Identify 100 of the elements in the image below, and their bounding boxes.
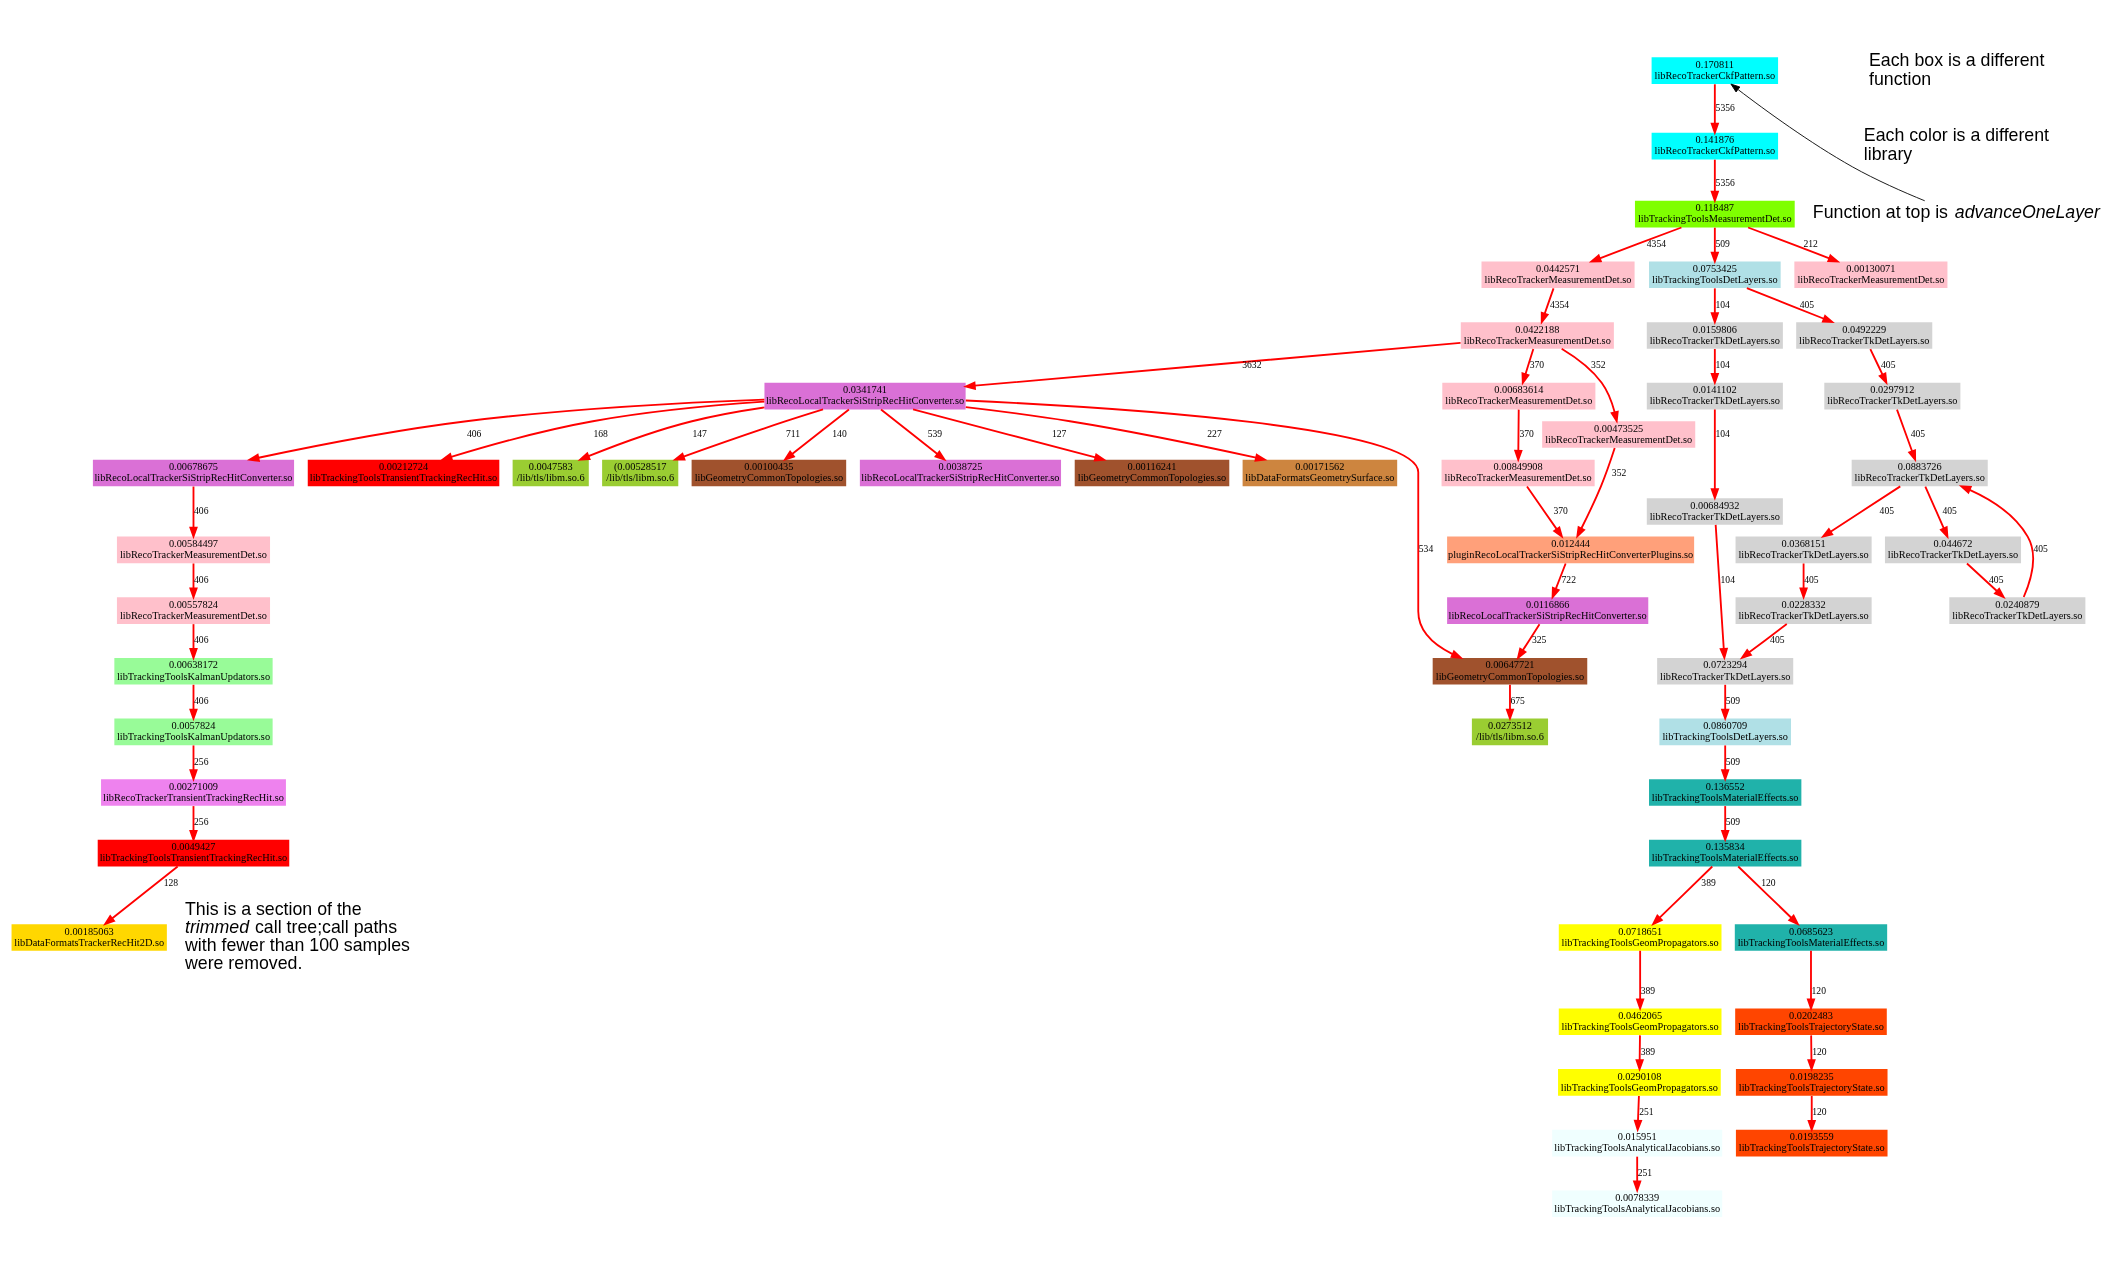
edge-label: 120 — [1812, 1045, 1827, 1057]
arrow — [1516, 622, 1541, 660]
arrow — [1869, 347, 1888, 385]
arrow — [1720, 683, 1730, 721]
edge-label: 389 — [1701, 876, 1716, 888]
edge-label: 405 — [1770, 633, 1785, 645]
edge-label: 168 — [593, 427, 608, 439]
arrow — [1526, 485, 1564, 539]
node-box: 0.0462065 libTrackingToolsGeomPropagators.so — [1558, 1008, 1722, 1035]
arrow — [189, 744, 198, 782]
node-box: 0.0049427 libTrackingToolsTransientTrackingRecHit.so — [97, 839, 290, 866]
edge-label: 539 — [927, 427, 943, 439]
edge-label: 722 — [1561, 573, 1576, 585]
node-box: 0.00100435 libGeometryCommonTopologies.so — [691, 459, 847, 486]
node-box: 0.0368151 libRecoTrackerTkDetLayers.so — [1735, 536, 1872, 563]
edge-label: 370 — [1529, 358, 1545, 370]
node-box: 0.0228332 libRecoTrackerTkDetLayers.so — [1735, 596, 1872, 624]
node-box: 0.015951 libTrackingToolsAnalyticalJacobians.so — [1552, 1129, 1723, 1156]
edge-label: 405 — [2033, 542, 2048, 554]
edge-label: 5356 — [1715, 101, 1735, 113]
arrow — [964, 405, 1268, 462]
arrow — [189, 683, 198, 721]
arrow — [1807, 1094, 1817, 1133]
node-box: 0.0290108 libTrackingToolsGeomPropagators.so — [1558, 1068, 1721, 1096]
node-box: 0.0057824 libTrackingToolsKalmanUpdators.so — [114, 718, 273, 745]
edge-label: 405 — [1910, 427, 1926, 439]
node-box: 0.0240879 libRecoTrackerTkDetLayers.so — [1949, 596, 2086, 624]
node-box: 0.00212724 libTrackingToolsTransientTrackingRecHit.so — [307, 459, 500, 486]
edge-label: 251 — [1639, 1105, 1654, 1117]
arrow — [189, 485, 198, 539]
edge-label: 251 — [1637, 1166, 1653, 1178]
node-box: 0.0860709 libTrackingToolsDetLayers.so — [1659, 718, 1791, 745]
edge-label: 509 — [1725, 755, 1741, 767]
node-box: 0.00185063 libDataFormatsTrackerRecHit2D.so — [11, 923, 167, 951]
edge-label: 509 — [1715, 237, 1730, 249]
edge-label: 352 — [1611, 466, 1627, 478]
arrow — [1720, 744, 1730, 782]
node-box: 0.0422188 libRecoTrackerMeasurementDet.so — [1460, 321, 1614, 349]
arrow — [246, 398, 766, 462]
arrow — [1958, 484, 2034, 598]
node-box: 0.0159806 libRecoTrackerTkDetLayers.so — [1646, 321, 1783, 349]
edge-label: 212 — [1803, 237, 1818, 249]
arrow — [1635, 949, 1645, 1011]
edge-label: 128 — [163, 876, 179, 888]
node-box: 0.0718651 libTrackingToolsGeomPropagators.so — [1558, 923, 1722, 951]
edge-label: 256 — [194, 815, 209, 827]
arrow — [1820, 484, 1902, 538]
label: Each color is a different library — [1863, 124, 2050, 164]
node-box: 0.0202483 libTrackingToolsTrajectoryState.so — [1735, 1008, 1887, 1035]
arrow — [1576, 446, 1616, 539]
node-box: 0.136552 libTrackingToolsMaterialEffects.so — [1649, 778, 1802, 806]
arrow — [1710, 82, 1720, 135]
edge-label: 405 — [1799, 298, 1815, 310]
edge-label: 406 — [466, 427, 482, 439]
arrow — [1513, 408, 1523, 462]
label: This is a section of the trimmed call tree;call paths with fewer than 100 samples were removed. — [184, 898, 410, 973]
node-box: 0.170811 libRecoTrackerCkfPattern.so — [1651, 56, 1779, 84]
edge-label: 4354 — [1646, 237, 1667, 249]
node-box: 0.0116866 libRecoLocalTrackerSiStripRecHitConverter.so — [1447, 596, 1649, 624]
arrow — [1521, 347, 1535, 385]
arrow — [1540, 286, 1555, 325]
node-box: 0.00647721 libGeometryCommonTopologies.so — [1432, 657, 1588, 685]
edge-label: 325 — [1531, 633, 1547, 645]
arrow — [577, 406, 766, 461]
edge-label: 120 — [1812, 1105, 1827, 1117]
edge-label: 405 — [1879, 504, 1894, 516]
node-box: 0.0078339 libTrackingToolsAnalyticalJacobians.so — [1552, 1189, 1723, 1217]
edge-label: 711 — [785, 427, 800, 439]
arrow — [1588, 226, 1683, 262]
node-box: 0.00849908 libRecoTrackerMeasurementDet.so — [1441, 459, 1595, 486]
node-box: 0.00684932 libRecoTrackerTkDetLayers.so — [1646, 497, 1783, 525]
node-text: Function at top is advanceOneLayer — [1812, 201, 2100, 222]
edge-label: 675 — [1510, 694, 1525, 706]
node-box: 0.00171562 libDataFormatsGeometrySurface.so — [1242, 459, 1398, 486]
label: Each box is a different function — [1869, 49, 2045, 89]
node-box: 0.00638172 libTrackingToolsKalmanUpdators.so — [114, 657, 273, 685]
arrow — [1966, 562, 2006, 599]
edge-label: 352 — [1591, 358, 1606, 370]
node-box: 0.118487 libTrackingToolsMeasurementDet.so — [1634, 200, 1795, 227]
node-box: 0.0198235 libTrackingToolsTrajectoryState.so — [1735, 1068, 1888, 1096]
node-box: (0.00528517 /lib/tls/libm.so.6 — [602, 459, 679, 486]
arrow — [964, 399, 1464, 659]
edge-label: 509 — [1725, 815, 1741, 827]
edge-label: 104 — [1715, 358, 1730, 370]
node-box: 0.0492229 libRecoTrackerTkDetLayers.so — [1796, 321, 1933, 349]
node-box: 0.0047583 /lib/tls/libm.so.6 — [512, 459, 589, 486]
arrow — [103, 865, 179, 926]
edge-label: 405 — [1881, 358, 1896, 370]
node-box: 0.012444 pluginRecoLocalTrackerSiStripRecHitConverterPlugins.so — [1447, 536, 1695, 563]
node-box: 0.00271009 libRecoTrackerTransientTrackingRecHit.so — [101, 778, 286, 806]
edge-label: 120 — [1811, 984, 1826, 996]
node-box: 0.00678675 libRecoLocalTrackerSiStripRecHitConverter.so — [92, 459, 295, 486]
edge-label: 120 — [1761, 876, 1776, 888]
edge-label: 227 — [1207, 427, 1222, 439]
node-box: 0.0723294 libRecoTrackerTkDetLayers.so — [1657, 657, 1794, 685]
arrow — [1710, 158, 1720, 203]
edge-label: 3632 — [1242, 358, 1262, 370]
arrow — [189, 804, 198, 843]
node-box: 0.00130071 libRecoTrackerMeasurementDet.so — [1794, 261, 1948, 288]
edge-label: 370 — [1519, 427, 1534, 439]
